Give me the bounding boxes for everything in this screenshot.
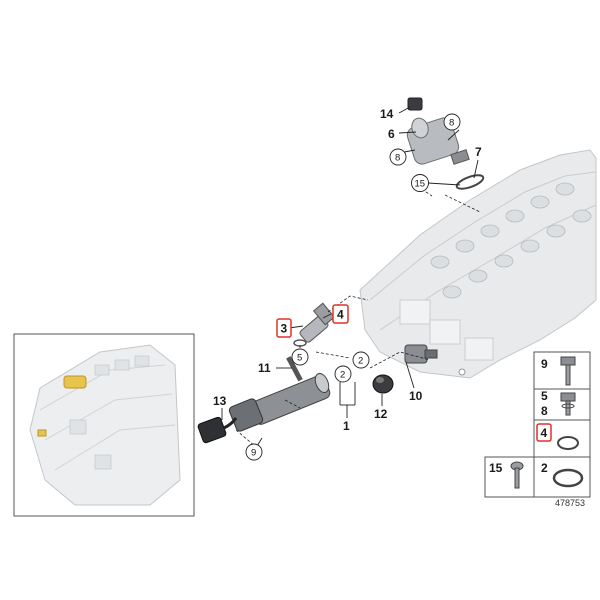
diagram-id: 478753 xyxy=(555,498,585,508)
callout-2-right: 2 xyxy=(358,356,363,367)
eccentric-shaft-sensor xyxy=(406,117,470,165)
legend-num-9: 9 xyxy=(541,357,548,371)
callout-3: 3 xyxy=(281,322,288,336)
oil-pressure-switch-assembly xyxy=(299,302,336,343)
legend-num-8: 8 xyxy=(541,404,548,418)
large-seal-ring-icon xyxy=(552,468,584,488)
callout-13: 13 xyxy=(213,394,227,408)
solenoid-valve xyxy=(228,372,331,432)
callout-11: 11 xyxy=(258,361,271,375)
engine-overview-inset xyxy=(13,333,195,517)
callout-1: 1 xyxy=(343,419,350,433)
legend-num-4: 4 xyxy=(541,426,548,440)
highlighted-component xyxy=(63,375,87,389)
callout-5: 5 xyxy=(297,353,302,364)
callout-7: 7 xyxy=(475,145,482,159)
callout-labels: 14 6 8 8 7 15 3 4 11 5 2 2 1 12 10 13 9 xyxy=(213,107,482,461)
bolt-11 xyxy=(286,356,303,382)
leader-lines xyxy=(221,106,479,452)
callout-8-left: 8 xyxy=(395,153,400,164)
screw-icon xyxy=(510,461,524,489)
callout-4: 4 xyxy=(337,308,344,322)
gasket-ring xyxy=(455,174,485,190)
seal-ring-icon xyxy=(557,436,579,450)
callout-9: 9 xyxy=(251,448,256,459)
callout-12: 12 xyxy=(374,407,388,421)
callout-8-top: 8 xyxy=(449,118,454,129)
screw-plug xyxy=(372,374,394,394)
callout-6: 6 xyxy=(388,127,395,141)
legend-num-15: 15 xyxy=(489,461,503,475)
parts-legend: 9 5 8 4 15 2 xyxy=(484,351,591,498)
callout-15-top: 15 xyxy=(415,179,426,190)
pressure-fitting xyxy=(404,344,438,364)
banjo-bolt-icon xyxy=(560,392,576,416)
callout-10: 10 xyxy=(409,389,423,403)
cylinder-head xyxy=(359,149,597,379)
electrical-connector xyxy=(407,97,423,111)
legend-num-2: 2 xyxy=(541,461,548,475)
hex-bolt-icon xyxy=(560,356,576,386)
plug-connector xyxy=(197,416,238,444)
legend-num-5: 5 xyxy=(541,389,548,403)
callout-14: 14 xyxy=(380,107,394,121)
callout-2-left: 2 xyxy=(340,370,345,381)
